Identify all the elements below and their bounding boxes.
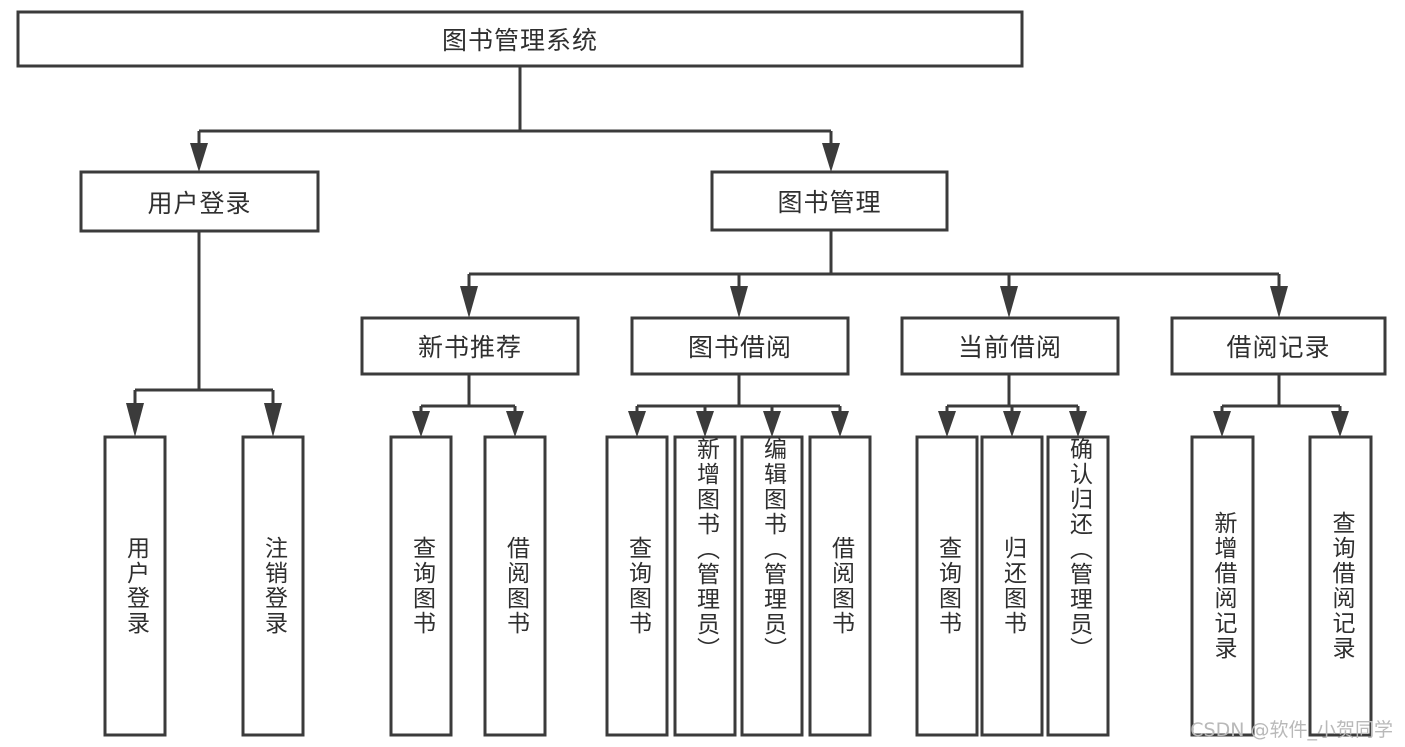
connector-group-book-borrow	[628, 374, 849, 437]
arrow-head-icon	[1069, 411, 1087, 437]
arrow-head-icon	[696, 411, 714, 437]
connector-group-current-borrow	[938, 374, 1087, 437]
leaf-book-borrow-0[interactable]	[605, 435, 669, 737]
node-book-borrow[interactable]	[630, 316, 850, 376]
connector-group-borrow-record	[1213, 374, 1349, 437]
node-new-book-recommend[interactable]	[360, 316, 580, 376]
node-user-login[interactable]	[79, 170, 320, 233]
arrow-head-icon	[831, 411, 849, 437]
leaf-current-borrow-1[interactable]	[980, 435, 1044, 737]
leaf-book-borrow-2[interactable]	[740, 435, 804, 737]
node-borrow-record[interactable]	[1170, 316, 1387, 376]
arrow-head-icon	[264, 403, 282, 437]
arrow-head-icon	[1000, 286, 1018, 318]
arrow-head-icon	[763, 411, 781, 437]
node-current-borrow[interactable]	[900, 316, 1120, 376]
arrow-head-icon	[126, 403, 144, 437]
node-root[interactable]	[16, 10, 1024, 68]
leaf-user-login-1[interactable]	[241, 435, 305, 737]
arrow-head-icon	[1270, 286, 1288, 318]
arrow-head-icon	[628, 411, 646, 437]
arrow-head-icon	[1003, 411, 1021, 437]
arrow-head-icon	[460, 286, 478, 318]
arrow-head-icon	[822, 143, 840, 172]
node-book-management[interactable]	[710, 170, 949, 232]
arrow-head-icon	[730, 286, 748, 318]
leaf-current-borrow-0[interactable]	[915, 435, 979, 737]
leaf-book-borrow-3[interactable]	[808, 435, 872, 737]
leaf-borrow-record-0[interactable]	[1190, 435, 1255, 737]
leaf-book-borrow-1[interactable]	[673, 435, 737, 737]
leaf-current-borrow-2[interactable]	[1046, 435, 1110, 737]
connector-group-new-book	[412, 374, 524, 437]
leaf-borrow-record-1[interactable]	[1308, 435, 1373, 737]
connector-group-book-management	[460, 231, 1288, 318]
arrow-head-icon	[938, 411, 956, 437]
leaf-new-book-0[interactable]	[389, 435, 453, 737]
leaf-new-book-1[interactable]	[483, 435, 547, 737]
arrow-head-icon	[1213, 411, 1231, 437]
arrow-head-icon	[506, 411, 524, 437]
arrow-head-icon	[412, 411, 430, 437]
arrow-head-icon	[1331, 411, 1349, 437]
connector-group-user-login	[126, 231, 282, 437]
connector-group-root	[190, 66, 840, 172]
arrow-head-icon	[190, 143, 208, 172]
leaf-user-login-0[interactable]	[103, 435, 167, 737]
